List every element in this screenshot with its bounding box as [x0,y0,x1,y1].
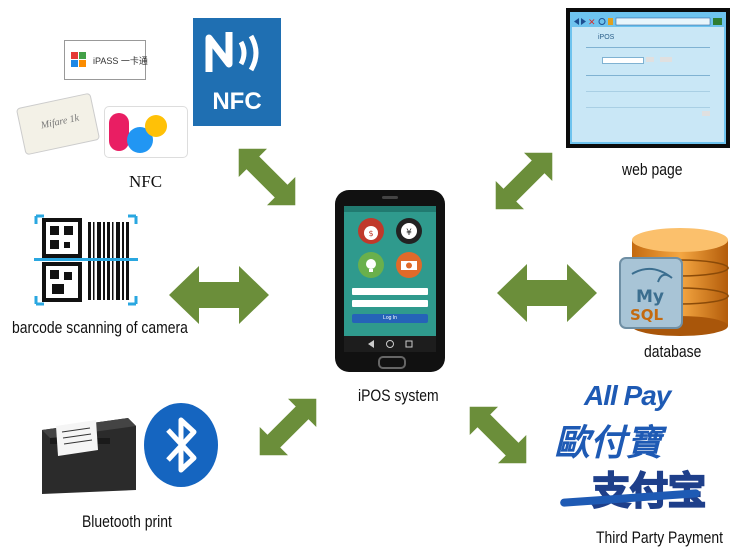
svg-text:$: $ [368,229,373,238]
status-bar [344,206,436,212]
allpay-logo: All Pay [584,380,671,411]
label-nfc: NFC [129,172,163,191]
lightbulb-icon [358,252,384,278]
svg-text:✕: ✕ [588,18,596,27]
webpage-content: iPOS [572,27,724,142]
database-icon: My SQL [619,228,729,336]
label-ipos-system: iPOS system [358,386,439,405]
svg-text:¥: ¥ [406,228,412,238]
arrow-webpage [495,152,553,210]
alipay-logo: 支付宝 [591,460,707,515]
phone-speaker [382,196,398,199]
ipass-logo: iPASS 一卡通 [64,40,148,80]
home-button [378,356,406,369]
printer-icon [42,418,136,494]
ipass-text: iPASS 一卡通 [93,56,148,66]
easycard [104,106,188,158]
mysql-my-text: My [636,287,664,307]
label-payment: Third Party Payment [596,528,724,547]
label-barcode: barcode scanning of camera [12,318,188,337]
money-bag-icon: $ [358,218,384,244]
arrow-nfc [238,148,296,206]
money-icon [396,252,422,278]
webpage-screenshot: ✕ iPOS [566,8,730,148]
nav-bar [344,336,436,352]
phone-screen: $ ¥ Log In [344,206,436,352]
arrow-payment [469,406,527,464]
allpay-cn-logo: 歐付寶 [554,422,663,463]
label-database: database [644,342,702,361]
nfc-logo: NFC [193,18,281,126]
ipos-phone: $ ¥ Log In [335,190,445,372]
mysql-sql-text: SQL [630,306,664,324]
password-field[interactable] [352,300,428,307]
arrow-bluetooth [259,398,317,456]
barcode-icon [34,214,138,306]
arrow-barcode [169,266,269,324]
nfc-icon [205,32,259,72]
mifare-card: Mifare 1k [15,92,101,156]
label-bluetooth: Bluetooth print [82,512,172,531]
label-webpage: web page [622,160,683,179]
mifare-text: Mifare 1k [39,112,81,132]
ipass-icon [71,52,86,67]
yen-coin-icon: ¥ [396,218,422,244]
nfc-logo-text: NFC [212,88,262,115]
browser-toolbar: ✕ [572,14,724,28]
account-field[interactable] [352,288,428,295]
arrow-database [497,264,597,322]
webpage-title: iPOS [598,34,615,41]
bluetooth-icon [144,403,218,487]
login-button[interactable]: Log In [352,314,428,323]
